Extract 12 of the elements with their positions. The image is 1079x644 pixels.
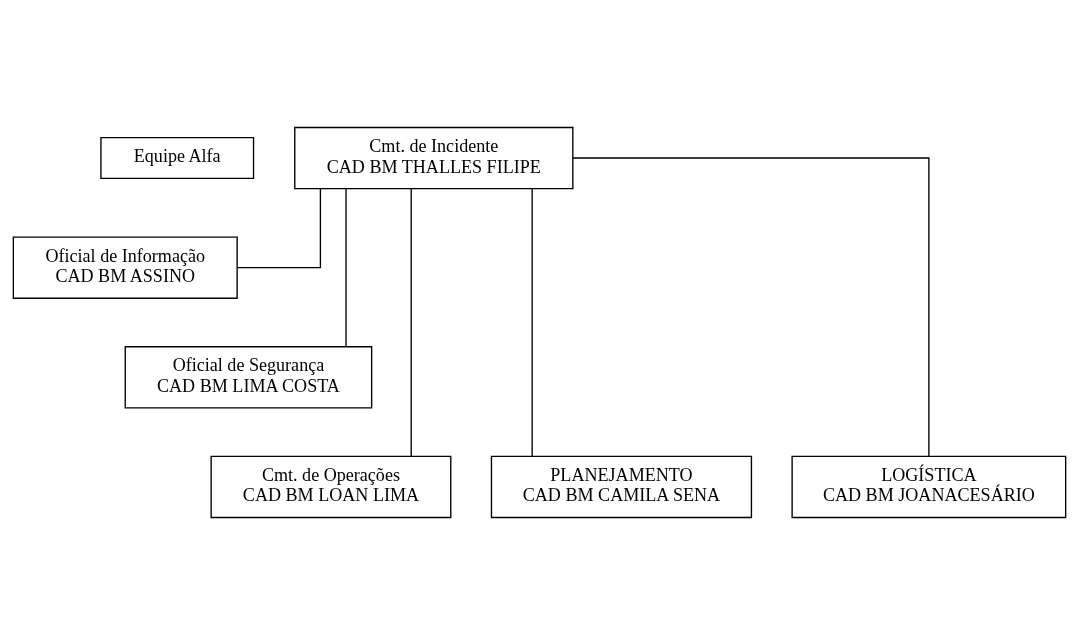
node-box: Cmt. de Operações CAD BM LOAN LIMA bbox=[210, 455, 452, 518]
node-box: Oficial de Segurança CAD BM LIMA COSTA bbox=[124, 345, 373, 408]
node-box: LOGÍSTICA CAD BM JOANACESÁRIO bbox=[791, 455, 1067, 518]
connector bbox=[531, 187, 533, 457]
connector bbox=[236, 187, 322, 268]
node-box: Equipe Alfa bbox=[100, 136, 255, 179]
node-box: Cmt. de Incidente CAD BM THALLES FILIPE bbox=[294, 126, 574, 189]
node-box: PLANEJAMENTO CAD BM CAMILA SENA bbox=[490, 455, 753, 518]
connector bbox=[572, 156, 930, 457]
connector bbox=[410, 187, 412, 457]
node-box: Oficial de Informação CAD BM ASSINO bbox=[12, 236, 238, 299]
connector bbox=[345, 187, 347, 347]
